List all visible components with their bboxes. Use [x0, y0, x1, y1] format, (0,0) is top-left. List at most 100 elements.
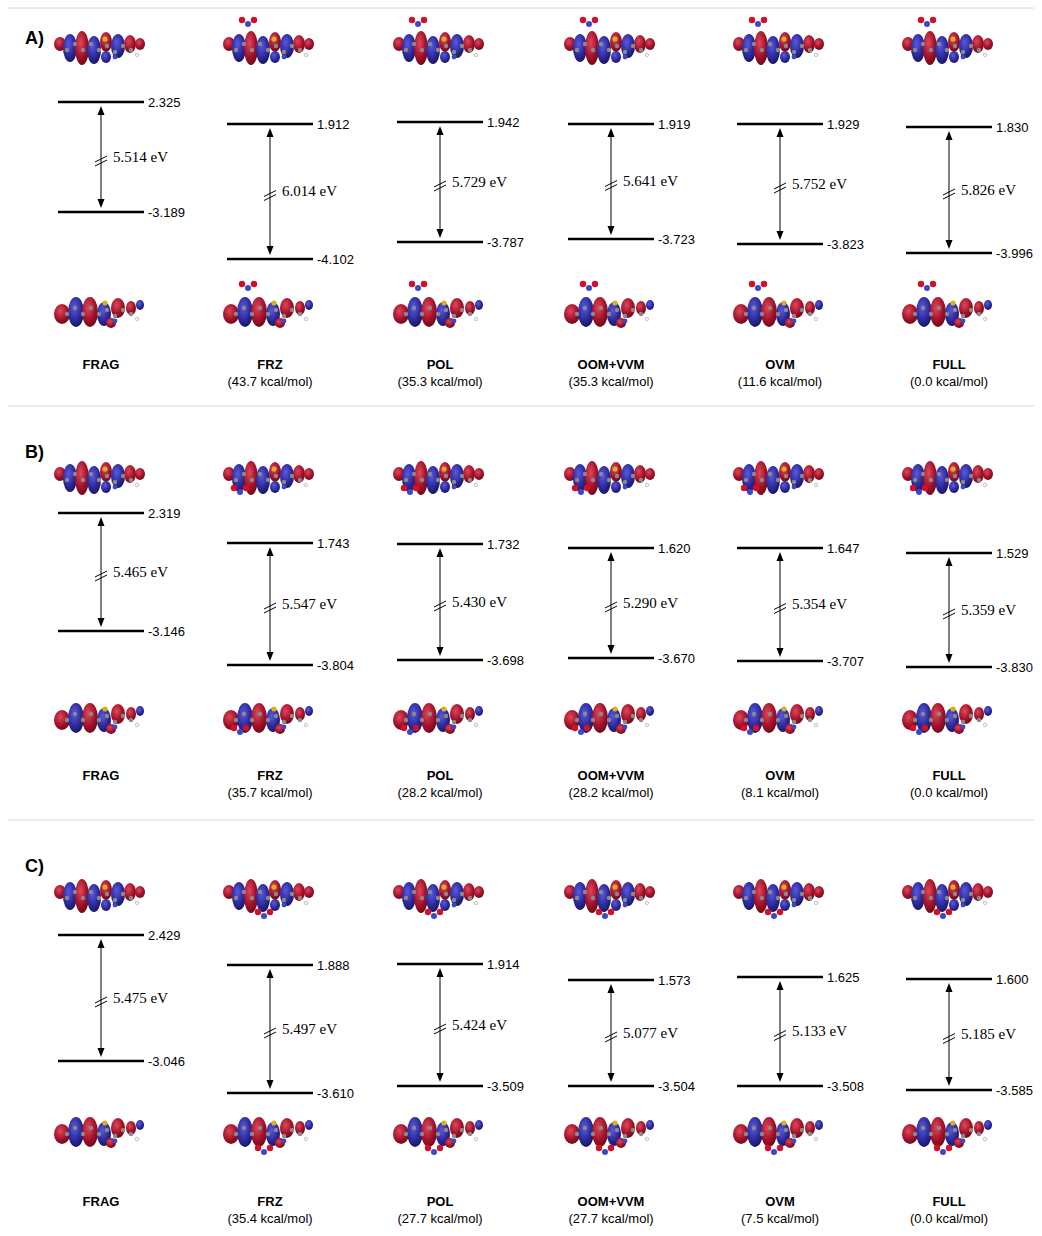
carbon-atom: [784, 44, 788, 48]
carbon-atom: [760, 478, 764, 482]
axis-break: [774, 1035, 786, 1041]
orbital-lobe: [439, 32, 451, 52]
lumo-level: [906, 978, 992, 981]
carbon-atom: [583, 1126, 587, 1130]
carbon-atom: [258, 42, 262, 46]
nitro-oxygen: [580, 17, 586, 23]
energy-value: 2.429: [148, 928, 181, 943]
arrow-head: [437, 548, 444, 557]
carbon-atom: [105, 892, 109, 896]
orbital-lobe: [611, 51, 621, 63]
orbital-lobe: [573, 882, 587, 910]
carbon-atom: [89, 472, 93, 476]
orbital-lobe: [790, 464, 804, 488]
orbital-lobe: [564, 1124, 580, 1144]
carbon-atom: [961, 50, 965, 54]
gap-arrow: [101, 525, 102, 619]
gap-value: 5.465 eV: [113, 564, 168, 581]
carbon-atom: [274, 44, 278, 48]
energy-value: -3.610: [317, 1086, 354, 1101]
orbital-lobe: [733, 1124, 749, 1144]
hydrogen-atom: [983, 53, 987, 57]
homo-level: [906, 1089, 992, 1092]
arrow-head: [608, 984, 615, 993]
orbital-lobe: [935, 884, 949, 912]
carbon-atom: [953, 44, 957, 48]
column-name: OOM+VVM: [578, 768, 645, 783]
orbital-lobe: [972, 465, 984, 483]
carbon-atom: [760, 312, 764, 316]
nitro-nitrogen: [431, 913, 437, 919]
orbital-lobe: [68, 297, 84, 327]
sulfur-atom: [612, 300, 617, 305]
gap-arrow: [949, 991, 950, 1078]
carbon-atom: [784, 1128, 788, 1132]
orbital-lobe: [135, 38, 145, 50]
carbon-atom: [258, 712, 262, 716]
nitro-oxygen: [584, 725, 590, 731]
arrow-head: [946, 240, 953, 249]
carbon-atom: [266, 1132, 270, 1136]
hydrogen-atom: [135, 53, 139, 57]
nitro-oxygen: [409, 17, 415, 23]
orbital-lobe: [280, 464, 294, 488]
carbon-atom: [615, 892, 619, 896]
carbon-atom: [298, 718, 302, 722]
carbon-atom: [468, 48, 472, 52]
orbital-lobe: [269, 880, 281, 900]
orbital-lobe: [790, 1118, 804, 1138]
relative-energy: (28.2 kcal/mol): [397, 785, 482, 800]
orbital-lobe: [269, 32, 281, 52]
nitro-oxygen: [421, 281, 427, 287]
orbital-lobe: [911, 34, 925, 62]
carbon-atom: [607, 1132, 611, 1136]
orbital-lobe: [237, 297, 253, 327]
nitro-oxygen: [231, 725, 237, 731]
carbon-atom: [460, 892, 464, 896]
energy-value: 1.647: [827, 541, 860, 556]
orbital-lobe: [251, 297, 267, 327]
column-name: FULL: [932, 1194, 965, 1209]
orbital-lobe: [815, 1120, 823, 1130]
nitro-nitrogen: [940, 913, 946, 919]
carbon-atom: [800, 44, 804, 48]
carbon-atom: [583, 712, 587, 716]
energy-value: -3.996: [996, 246, 1033, 261]
hydrogen-atom: [814, 53, 818, 57]
nitro-oxygen: [910, 725, 916, 731]
orbital-lobe: [407, 1117, 423, 1147]
arrow-head: [437, 968, 444, 977]
carbon-atom: [420, 1132, 424, 1136]
orbital-lobe: [450, 34, 464, 58]
orbital-lobe: [634, 883, 646, 901]
gap-arrow: [780, 560, 781, 649]
orbital-lobe: [223, 1124, 239, 1144]
orbital-lobe: [621, 882, 635, 906]
carbon-atom: [73, 42, 77, 46]
axis-break: [774, 608, 786, 614]
relative-energy: (43.7 kcal/mol): [227, 374, 312, 389]
orbital-lobe: [780, 51, 790, 63]
carbon-atom: [105, 1128, 109, 1132]
nitro-oxygen: [934, 1145, 940, 1151]
gap-value: 5.547 eV: [282, 596, 337, 613]
column-name: POL: [427, 768, 454, 783]
hydrogen-atom: [135, 901, 139, 905]
carbon-atom: [274, 892, 278, 896]
nitro-nitrogen: [755, 285, 761, 291]
carbon-atom: [945, 48, 949, 52]
carbon-atom: [428, 472, 432, 476]
carbon-atom: [977, 896, 981, 900]
orbital-lobe: [902, 1124, 918, 1144]
carbon-atom: [937, 1126, 941, 1130]
nitrogen-atom: [961, 485, 966, 490]
nitro-nitrogen: [916, 729, 922, 735]
nitrogen-atom: [282, 1139, 287, 1144]
nitro-oxygen: [910, 485, 916, 491]
nitro-oxygen: [753, 725, 759, 731]
gap-value: 6.014 eV: [282, 183, 337, 200]
carbon-atom: [290, 714, 294, 718]
nitrogen-atom: [113, 485, 118, 490]
arrow-head: [608, 226, 615, 235]
carbon-atom: [792, 898, 796, 902]
